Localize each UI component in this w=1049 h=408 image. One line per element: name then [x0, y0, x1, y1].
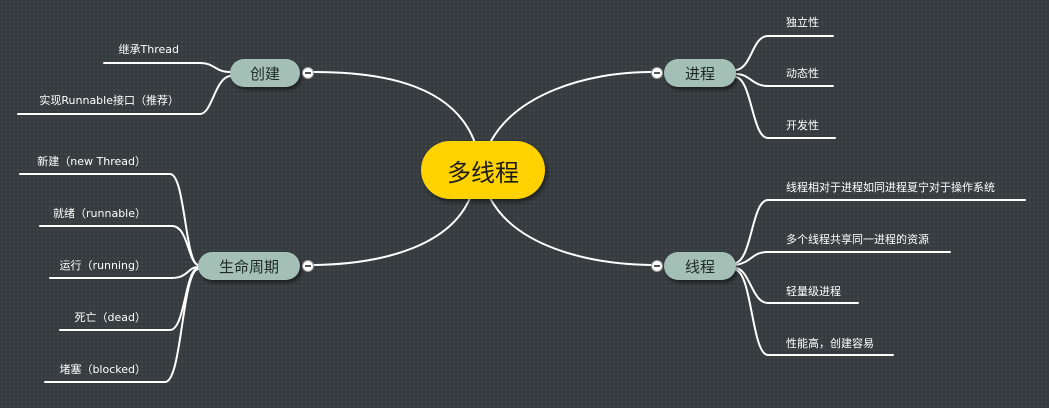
leaf-thread-1[interactable]: 线程相对于进程如同进程夏宁对于操作系统: [786, 181, 995, 194]
leaf-thread-4[interactable]: 性能高，创建容易: [786, 337, 874, 350]
collapse-minus-icon[interactable]: [302, 67, 314, 79]
leaf-thread-3[interactable]: 轻量级进程: [786, 285, 841, 298]
connector-thread-leaf-4: [735, 269, 894, 356]
leaf-lifecycle-1[interactable]: 新建（new Thread）: [37, 155, 146, 168]
leaf-process-3[interactable]: 开发性: [786, 119, 819, 132]
connector-process-leaf-2: [735, 73, 834, 87]
collapse-minus-icon[interactable]: [651, 67, 663, 79]
leaf-lifecycle-2[interactable]: 就绪（runnable）: [53, 207, 146, 220]
leaf-process-2[interactable]: 动态性: [786, 67, 819, 80]
leaf-thread-2[interactable]: 多个线程共享同一进程的资源: [786, 233, 929, 246]
connector-center-process: [489, 71, 652, 144]
branch-thread[interactable]: 线程: [664, 252, 736, 280]
leaf-process-1[interactable]: 独立性: [786, 16, 819, 29]
connector-lifecycle-leaf-3: [49, 266, 199, 279]
branch-process[interactable]: 进程: [664, 59, 736, 87]
leaf-create-1[interactable]: 继承Thread: [118, 43, 179, 56]
connector-create-leaf-1: [103, 62, 231, 73]
collapse-minus-icon[interactable]: [651, 260, 663, 272]
center-node-label: 多线程: [447, 158, 519, 187]
connector-process-leaf-3: [735, 76, 836, 139]
branch-create[interactable]: 创建: [230, 59, 300, 87]
leaf-lifecycle-3[interactable]: 运行（running）: [59, 259, 146, 272]
connector-thread-leaf-2: [735, 251, 951, 266]
branch-thread-label: 线程: [684, 257, 715, 276]
connector-thread-leaf-1: [735, 199, 1026, 264]
connector-center-lifecycle: [313, 197, 471, 266]
leaf-lifecycle-4[interactable]: 死亡（dead）: [74, 311, 146, 324]
connector-thread-leaf-3: [735, 267, 859, 304]
connector-create-leaf-2: [17, 75, 231, 115]
connector-center-create: [313, 71, 476, 144]
leaf-create-2[interactable]: 实现Runnable接口（推荐）: [39, 94, 179, 107]
branch-lifecycle-label: 生命周期: [218, 257, 279, 276]
branch-process-label: 进程: [684, 64, 715, 83]
connector-lifecycle-leaf-2: [39, 225, 199, 266]
connector-process-leaf-1: [735, 35, 834, 71]
branch-create-label: 创建: [249, 64, 280, 83]
center-node[interactable]: 多线程: [421, 141, 545, 199]
branch-lifecycle[interactable]: 生命周期: [198, 252, 300, 280]
collapse-minus-icon[interactable]: [302, 260, 314, 272]
connector-lifecycle-leaf-5: [44, 268, 199, 383]
leaf-lifecycle-5[interactable]: 堵塞（blocked）: [59, 363, 146, 376]
connector-center-thread: [489, 197, 652, 266]
